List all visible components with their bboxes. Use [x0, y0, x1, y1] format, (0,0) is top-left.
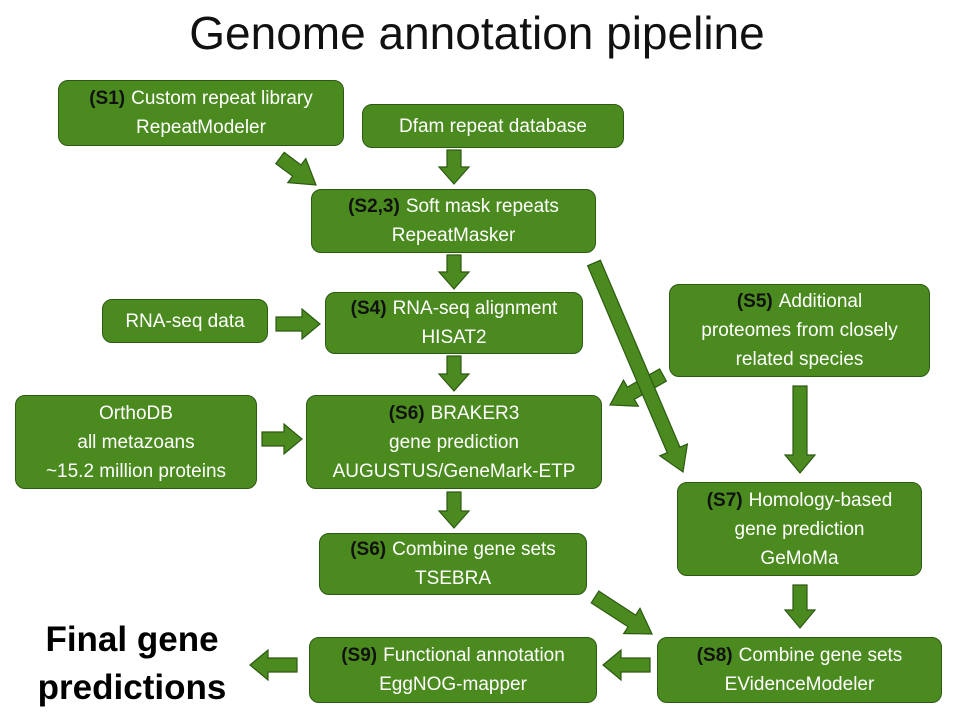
box-tool: HISAT2 — [421, 327, 487, 348]
arrow-rnaseq-to-s4 — [275, 307, 321, 341]
box-text: proteomes from closely — [701, 320, 898, 341]
step-label: (S6) — [350, 539, 387, 560]
final-label-line: predictions — [37, 668, 227, 707]
box-text: Homology-based — [748, 489, 893, 511]
box-text: RNA-seq data — [125, 310, 245, 332]
arrow-s5-to-s6 — [609, 368, 668, 407]
step-s7-homology-based: (S7)Homology-based gene prediction GeMoM… — [677, 482, 922, 576]
box-tool: RepeatMasker — [391, 225, 516, 246]
box-tool: AUGUSTUS/GeneMark-ETP — [332, 460, 576, 482]
arrow-orthodb-to-s6 — [261, 422, 303, 456]
step-s8-combine-gene-sets: (S8)Combine gene sets EVidenceModeler — [657, 637, 942, 703]
arrow-s4-to-s6 — [437, 355, 471, 392]
step-label: (S8) — [696, 645, 733, 666]
rna-seq-data-box: RNA-seq data — [102, 299, 268, 343]
box-text: gene prediction — [389, 431, 519, 453]
arrow-s6-to-s6b — [437, 491, 471, 529]
step-label: (S9) — [341, 645, 378, 666]
step-s5-additional-proteomes: (S5)Additional proteomes from closely re… — [669, 284, 930, 377]
step-s9-functional-annotation: (S9)Functional annotation EggNOG-mapper — [309, 637, 597, 703]
step-s1-custom-repeat-library: (S1)Custom repeat library RepeatModeler — [58, 80, 344, 146]
dfam-repeat-database-box: Dfam repeat database — [362, 104, 624, 148]
step-label: (S4) — [350, 298, 387, 319]
final-label-line: Final gene — [45, 620, 219, 659]
step-label: (S6) — [388, 402, 425, 424]
arrow-s8-to-s9 — [602, 648, 651, 682]
box-text: RNA-seq alignment — [392, 298, 558, 319]
final-gene-predictions-label: Final gene predictions — [18, 616, 246, 712]
box-tool: GeMoMa — [760, 547, 839, 569]
step-s4-rna-seq-alignment: (S4)RNA-seq alignment HISAT2 — [325, 292, 583, 354]
page-title: Genome annotation pipeline — [189, 7, 765, 59]
box-text: Additional — [778, 291, 863, 312]
arrow-dfam-to-s23 — [437, 149, 471, 185]
arrow-s1-to-s23 — [274, 151, 317, 186]
arrow-s9-to-final — [249, 648, 298, 682]
step-s2-3-soft-mask-repeats: (S2,3)Soft mask repeats RepeatMasker — [311, 189, 596, 253]
arrow-s23-to-s4 — [437, 254, 471, 290]
box-text: OrthoDB — [99, 402, 173, 424]
box-text: Custom repeat library — [131, 88, 313, 109]
box-text: BRAKER3 — [430, 402, 520, 424]
box-text: Combine gene sets — [392, 539, 556, 560]
box-text: Dfam repeat database — [398, 115, 587, 137]
box-text: related species — [735, 349, 864, 370]
step-label: (S5) — [736, 291, 773, 312]
box-text: gene prediction — [734, 518, 865, 540]
arrow-s7-to-s8 — [783, 584, 817, 629]
arrow-s23-to-s7 — [586, 259, 689, 474]
box-tool: EVidenceModeler — [724, 674, 875, 695]
box-text: Combine gene sets — [738, 645, 903, 666]
box-tool: RepeatModeler — [136, 117, 266, 138]
box-text: ~15.2 million proteins — [45, 460, 227, 482]
step-label: (S2,3) — [348, 196, 400, 217]
step-s6-braker3: (S6)BRAKER3 gene prediction AUGUSTUS/Gen… — [306, 395, 602, 489]
box-tool: TSEBRA — [414, 568, 492, 589]
orthodb-box: OrthoDB all metazoans ~15.2 million prot… — [15, 395, 257, 489]
arrow-s6b-to-s8 — [590, 590, 653, 635]
step-s6-combine-gene-sets: (S6)Combine gene sets TSEBRA — [319, 533, 587, 595]
box-text: Soft mask repeats — [405, 196, 559, 217]
box-text: Functional annotation — [383, 645, 565, 666]
step-label: (S1) — [89, 88, 126, 109]
arrow-s5-to-s7 — [783, 385, 817, 474]
box-text: all metazoans — [77, 431, 195, 453]
step-label: (S7) — [706, 489, 743, 511]
box-tool: EggNOG-mapper — [379, 674, 527, 695]
